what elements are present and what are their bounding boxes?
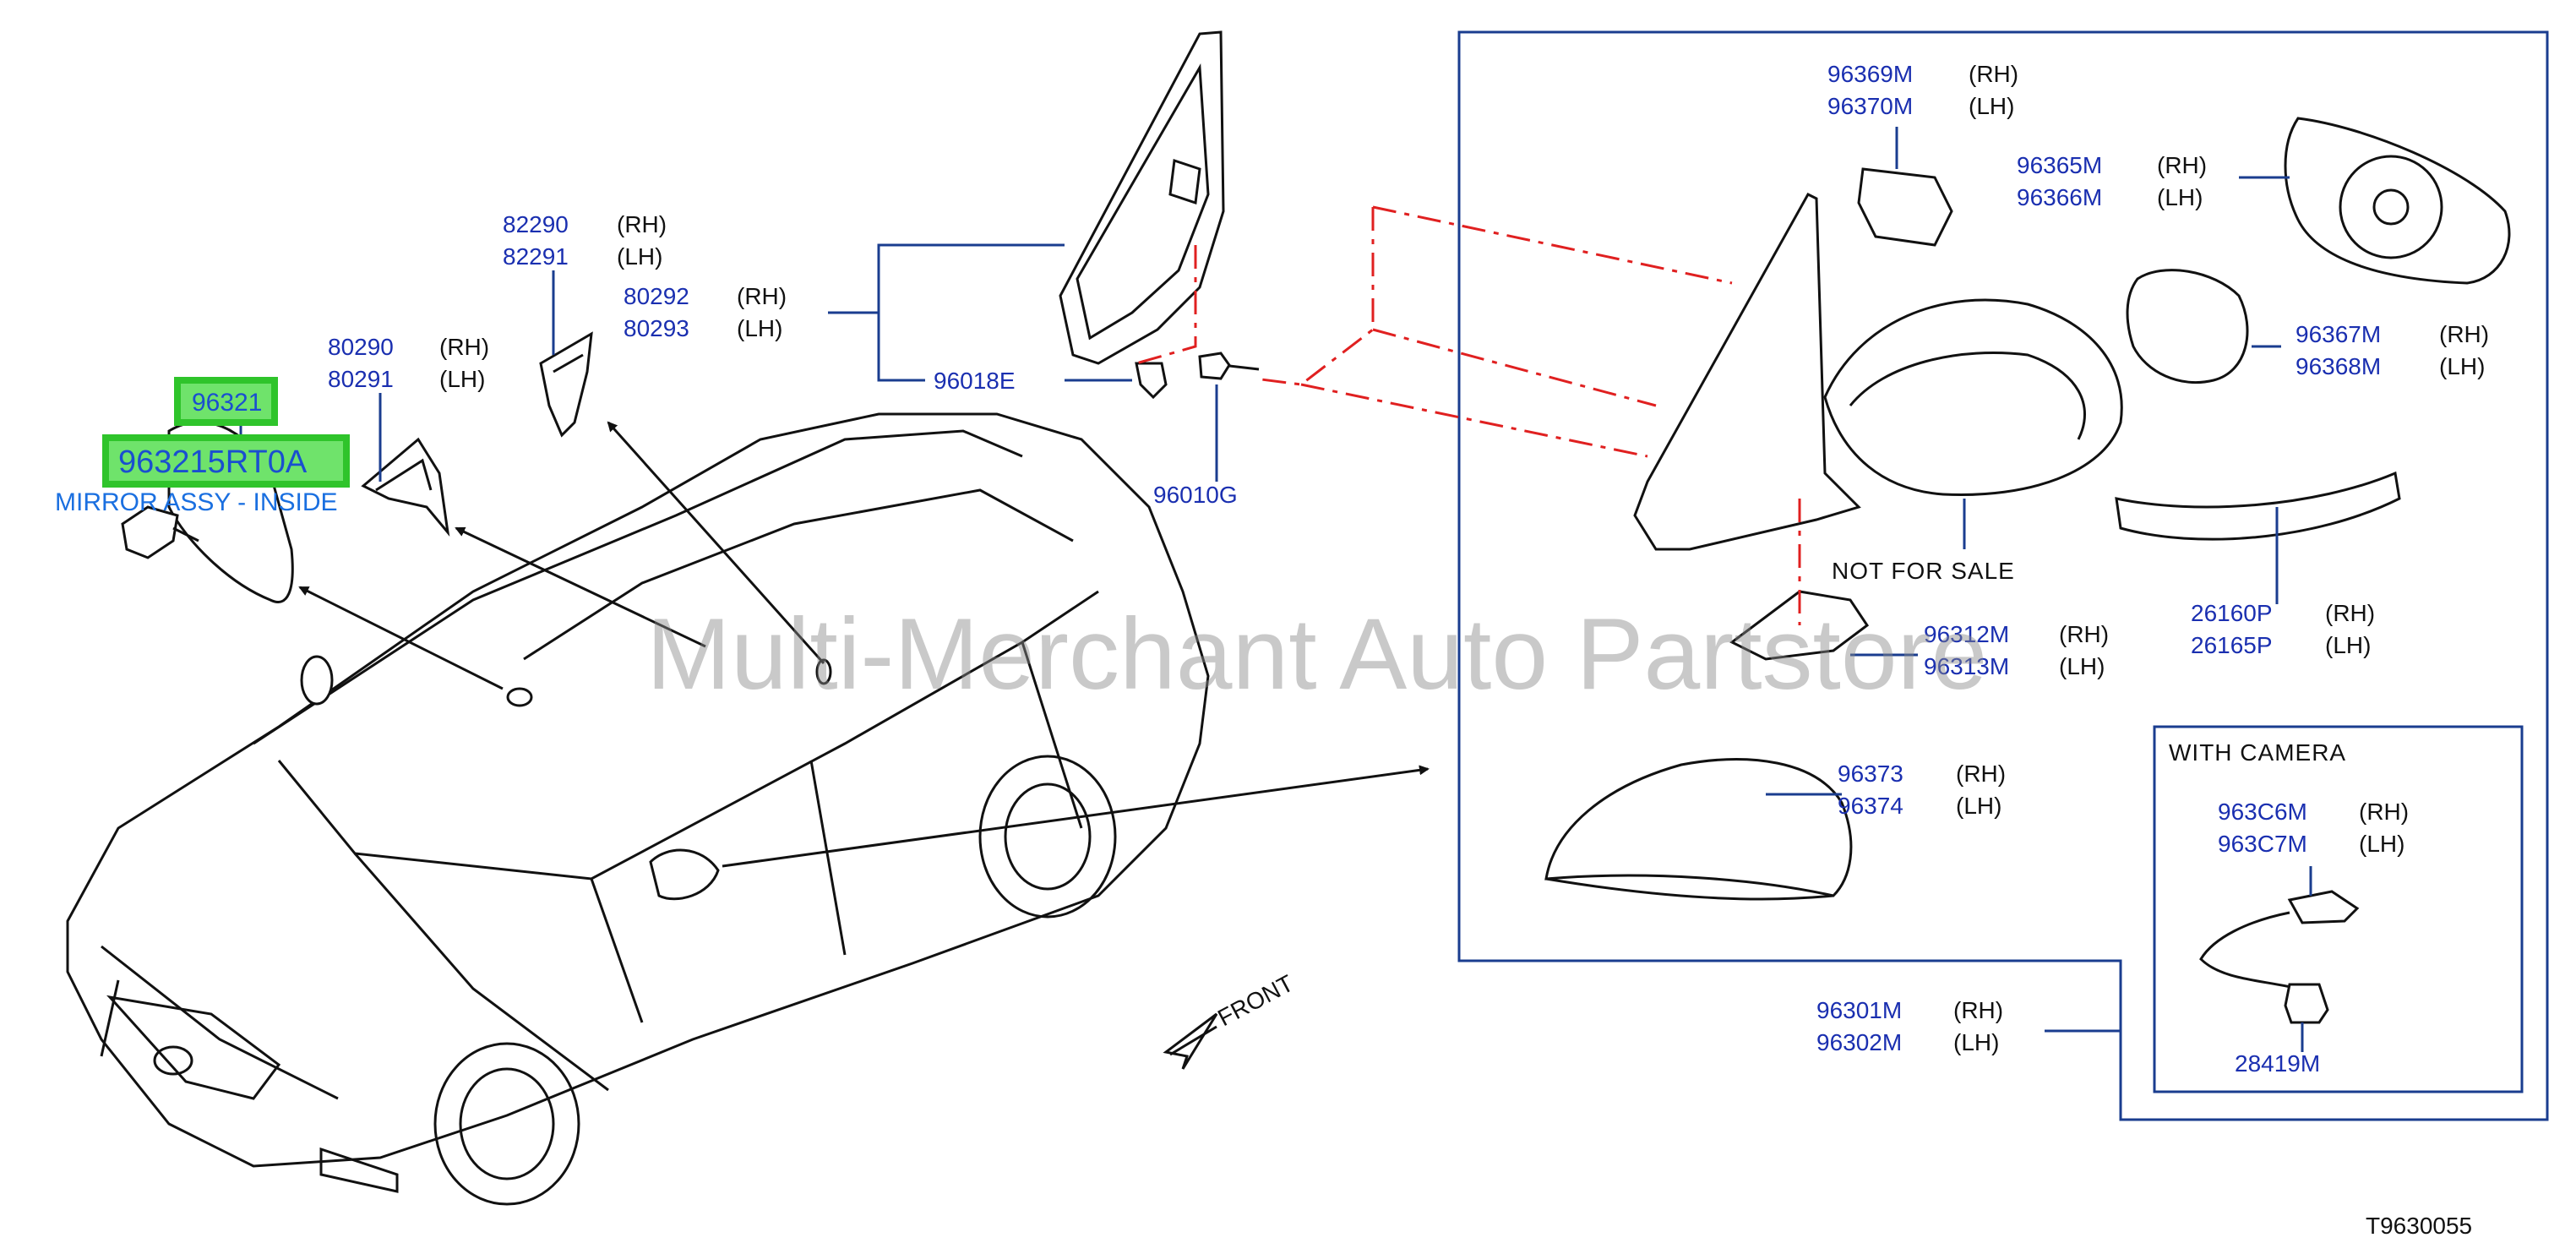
side-rh-80290: (RH) [439, 334, 489, 360]
part-label-82290[interactable]: 82290 [503, 211, 569, 237]
mirror-glass-illustration [2284, 117, 2511, 285]
highlighted-part[interactable]: 96321 963215RT0A MIRROR ASSY - INSIDE [55, 377, 350, 516]
mirror-base-illustration [1633, 193, 1861, 551]
side-rh-96367M: (RH) [2439, 321, 2489, 347]
part-label-96302M[interactable]: 96302M [1816, 1029, 1902, 1055]
part-label-80290[interactable]: 80290 [328, 334, 394, 360]
finisher-80292-illustration [1059, 30, 1225, 365]
part-label-96367M[interactable]: 96367M [2296, 321, 2381, 347]
side-lh-96313M: (LH) [2059, 653, 2105, 679]
camera-illustration [2287, 890, 2360, 924]
part-label-26160P[interactable]: 26160P [2191, 600, 2273, 626]
side-rh-26160P: (RH) [2325, 600, 2375, 626]
part-label-80292[interactable]: 80292 [624, 283, 689, 309]
part-label-96312M[interactable]: 96312M [1924, 621, 2009, 647]
screw-96010G-illustration [1198, 352, 1260, 380]
side-lh-26165P: (LH) [2325, 632, 2371, 658]
highlight-part-short[interactable]: 96321 [192, 389, 262, 417]
side-lh-96366M: (LH) [2157, 184, 2203, 210]
part-label-96365M[interactable]: 96365M [2017, 152, 2102, 178]
side-rh-96365M: (RH) [2157, 152, 2207, 178]
side-rh-82290: (RH) [617, 211, 667, 237]
part-label-28419M[interactable]: 28419M [2235, 1050, 2320, 1077]
camera-box-title: WITH CAMERA [2169, 739, 2346, 766]
front-direction: FRONT [1163, 970, 1298, 1070]
part-label-96368M[interactable]: 96368M [2296, 353, 2381, 379]
part-label-96301M[interactable]: 96301M [1816, 997, 1902, 1023]
part-label-80291[interactable]: 80291 [328, 366, 394, 392]
side-rh-80292: (RH) [737, 283, 787, 309]
side-lh-80293: (LH) [737, 315, 782, 341]
part-label-96010G[interactable]: 96010G [1153, 482, 1238, 508]
mirror-cover-illustration [1544, 758, 1853, 897]
mirror-motor-illustration [1857, 167, 1953, 247]
part-label-96374[interactable]: 96374 [1838, 793, 1903, 819]
part-label-96018E[interactable]: 96018E [934, 368, 1016, 394]
part-label-26165P[interactable]: 26165P [2191, 632, 2273, 658]
pointer-arrows [298, 421, 1430, 868]
part-label-963C7M[interactable]: 963C7M [2218, 831, 2307, 857]
watermark: Multi-Merchant Auto Partstore [646, 597, 1987, 711]
camera-sub-box [2153, 725, 2524, 1093]
side-lh-963C7M: (LH) [2359, 831, 2404, 857]
side-lh-80291: (LH) [439, 366, 485, 392]
front-label: FRONT [1213, 970, 1298, 1032]
part-label-96370M[interactable]: 96370M [1827, 93, 1913, 119]
side-lh-96374: (LH) [1956, 793, 2001, 819]
part-label-80293[interactable]: 80293 [624, 315, 689, 341]
inside-mirror-illustration [121, 421, 294, 603]
side-rh-96369M: (RH) [1969, 61, 2018, 87]
highlight-part-description: MIRROR ASSY - INSIDE [55, 488, 338, 516]
side-lh-96302M: (LH) [1953, 1029, 1999, 1055]
part-labels: 80290 (RH) 80291 (LH) 82290 (RH) 82291 (… [328, 61, 2489, 1077]
bracket-82290-illustration [539, 331, 593, 438]
outside-mirror-detail-box: WITH CAMERA [1136, 30, 2549, 1121]
part-label-96373[interactable]: 96373 [1838, 761, 1903, 787]
car-illustration [66, 412, 1210, 1206]
part-label-82291[interactable]: 82291 [503, 243, 569, 270]
part-label-96313M[interactable]: 96313M [1924, 653, 2009, 679]
part-label-96369M[interactable]: 96369M [1827, 61, 1913, 87]
harness-28419M-illustration [2284, 983, 2329, 1024]
side-lh-96370M: (LH) [1969, 93, 2014, 119]
not-for-sale-note: NOT FOR SALE [1832, 558, 2015, 584]
highlight-box-short [174, 377, 278, 426]
side-rh-96301M: (RH) [1953, 997, 2003, 1023]
side-rh-96373: (RH) [1956, 761, 2006, 787]
side-rh-963C6M: (RH) [2359, 799, 2409, 825]
corner-cover-80290-illustration [361, 437, 450, 537]
highlight-part-full[interactable]: 963215RT0A [118, 444, 308, 480]
part-label-963C6M[interactable]: 963C6M [2218, 799, 2307, 825]
diagram-code: T9630055 [2366, 1213, 2472, 1239]
side-lh-96368M: (LH) [2439, 353, 2485, 379]
side-lh-82291: (LH) [617, 243, 662, 270]
clip-96018E-illustration [1135, 362, 1168, 400]
highlight-box-full [102, 434, 350, 488]
mirror-actuator-illustration [2126, 269, 2249, 384]
side-rh-96312M: (RH) [2059, 621, 2109, 647]
turn-lamp-illustration [2115, 471, 2401, 541]
part-label-96366M[interactable]: 96366M [2017, 184, 2102, 210]
